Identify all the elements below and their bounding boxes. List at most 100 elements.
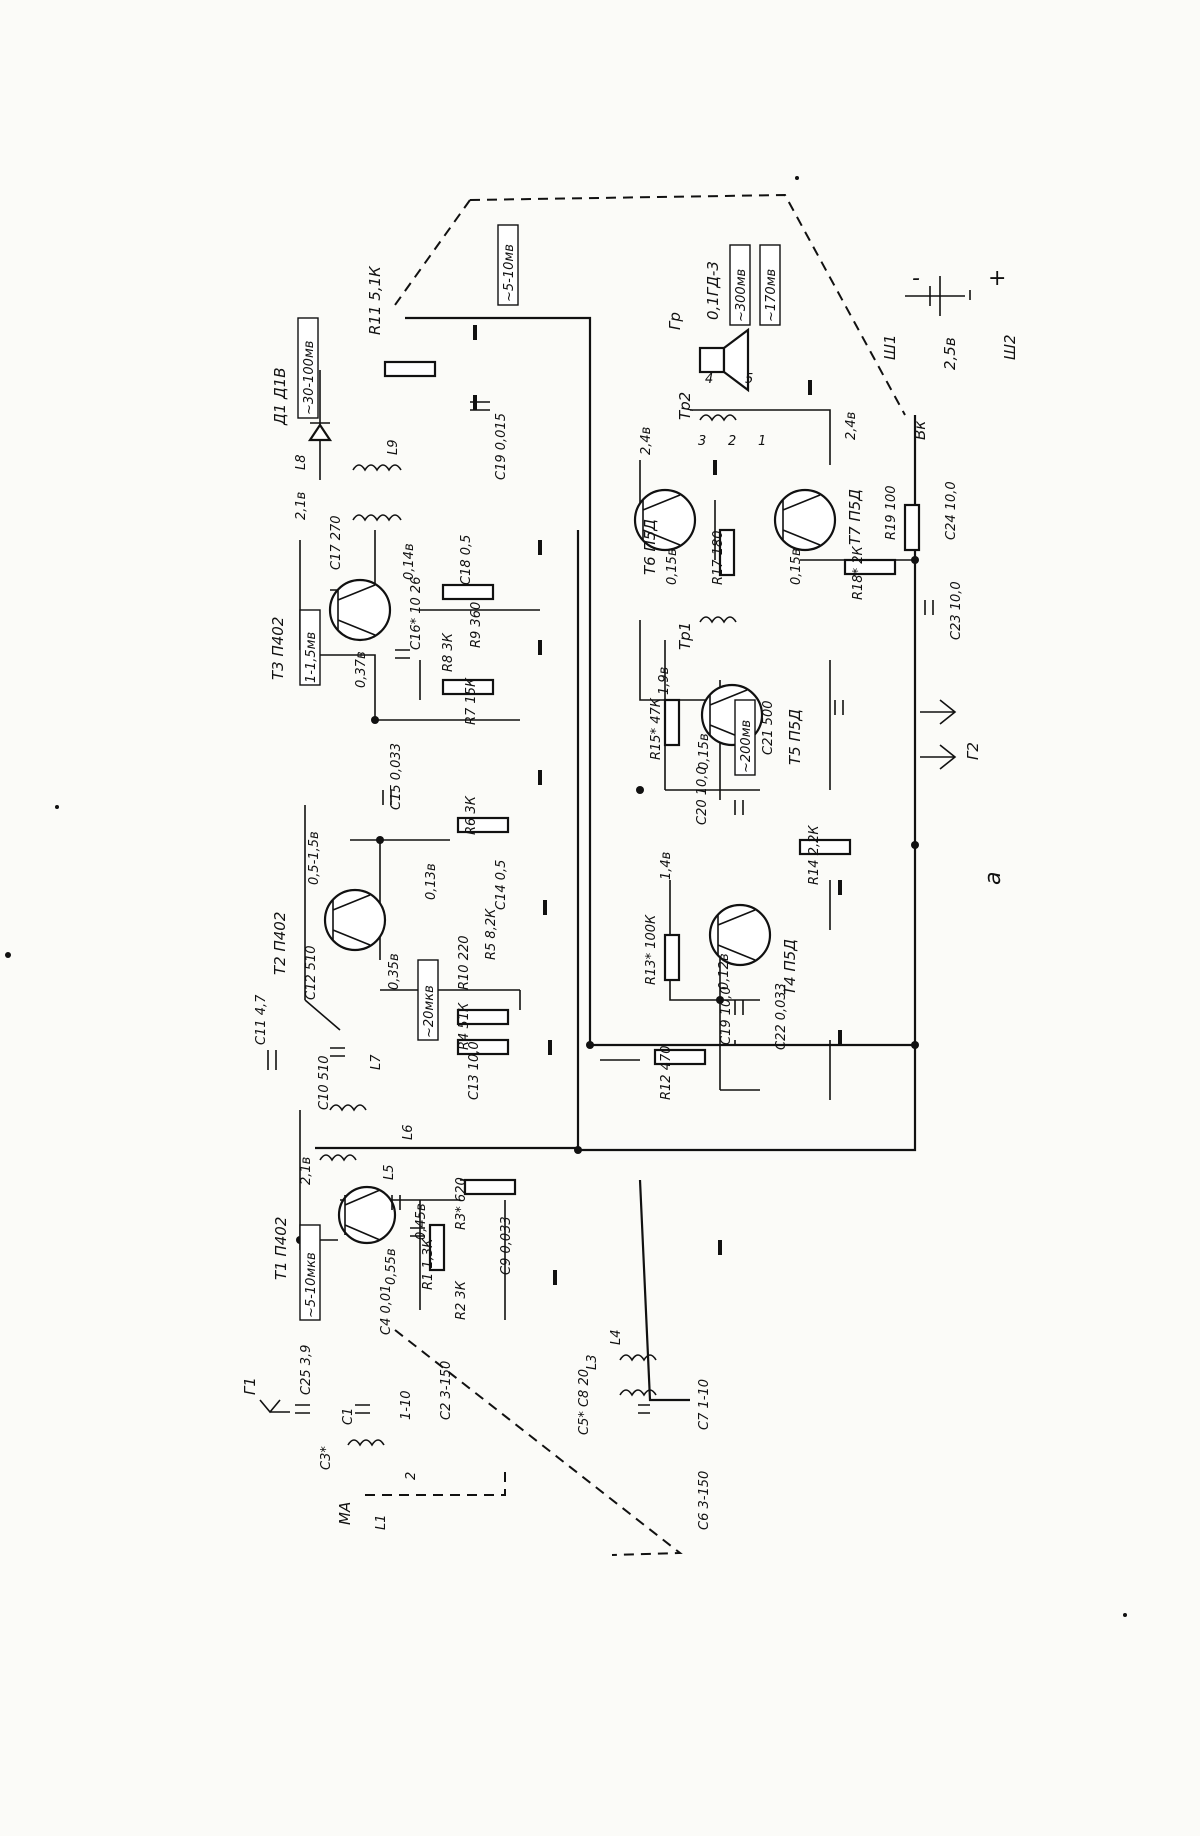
transistor-t4	[708, 903, 772, 967]
labels-speaker: Гр 0,1ГД-3 ~300мв ~170мв	[666, 244, 781, 330]
l7-label: L7	[369, 1054, 384, 1070]
r19-label: R19 100	[884, 485, 899, 540]
transistor-t1	[337, 1185, 397, 1245]
labels-t6: T6 П5Д 2,4в 0,15в	[639, 427, 680, 585]
labels-battery: 2,5в Ш1 Ш2 Вк + -	[881, 266, 1019, 440]
t1-vb: 0,55в	[384, 1248, 399, 1285]
t2-signal: ~20мкв	[422, 985, 437, 1038]
pin-4: 4	[705, 372, 713, 387]
d1-name: Д1 Д1В	[271, 367, 289, 426]
dashed-link-bottom	[394, 1329, 683, 1556]
tp1-label: Тр1	[676, 622, 694, 650]
r6-label: R6 3К	[464, 795, 479, 835]
t7-vc: 2,4в	[844, 412, 859, 440]
c2-label: C2 3-150	[439, 1361, 454, 1420]
capacitor-set	[267, 401, 934, 1414]
t3-vc: 2,1в	[294, 492, 309, 520]
c20-label: C20 10,0	[695, 766, 710, 825]
r3-label: R3* 620	[454, 1177, 469, 1230]
c19b-label: C19 0,015	[494, 413, 509, 480]
c23-label: C23 10,0	[949, 581, 964, 640]
r11-signal: ~5-10мв	[502, 244, 517, 302]
antenna-g2-label: Г2	[964, 742, 982, 760]
diode-d1	[307, 370, 333, 480]
t2-vb: 0,35в	[387, 953, 402, 990]
c15-label: C15 0,033	[389, 743, 404, 810]
resistor-set	[383, 360, 921, 1272]
battery-jack1: Ш1	[881, 334, 899, 360]
r10-label: R10 220	[457, 935, 472, 990]
c1-label: C1	[341, 1408, 356, 1425]
labels-t2: T2 П402 0,5-1,5в 0,13в 0,35в ~20мкв	[271, 831, 439, 1041]
c3-label: C3*	[319, 1446, 334, 1470]
r15-label: R15* 47К	[649, 697, 664, 760]
t3-signal: 1-1,5мв	[304, 632, 319, 683]
pin-3: 3	[698, 434, 706, 449]
l2-pin-label: 2	[404, 1472, 419, 1480]
t5-signal: ~200мв	[739, 720, 754, 773]
l1-label: L1	[374, 1514, 389, 1530]
c22-label: C22 0,033	[774, 983, 789, 1050]
t4-vc: 1,4в	[659, 852, 674, 880]
c19-label: C19 10,0	[719, 986, 734, 1045]
r4-label: R4 51К	[457, 1002, 472, 1050]
r1-label: R1 1,3К	[421, 1238, 436, 1290]
audio-wires-3	[600, 1000, 831, 1100]
r13-label: R13* 100К	[644, 914, 659, 985]
battery-switch: Вк	[911, 421, 929, 440]
r2-label: R2 3К	[454, 1280, 469, 1320]
t7-name: T7 П5Д	[846, 489, 864, 545]
transistor-t6	[633, 488, 697, 552]
labels-r11: R11 5,1К ~5-10мв	[366, 224, 519, 335]
battery-plus: +	[988, 266, 1006, 291]
junction-dots	[296, 556, 919, 1244]
t1-vc: 2,1в	[299, 1157, 314, 1185]
labels-t5: T5 П5Д 1,9в 0,15в ~200мв	[657, 667, 804, 776]
speaker-name: Гр	[666, 312, 684, 330]
c13-label: C13 10,0	[467, 1041, 482, 1100]
transistor-t3	[328, 578, 392, 642]
figure-label: а	[981, 872, 1006, 885]
c7-label: C7 1-10	[697, 1379, 712, 1430]
l5-label: L5	[382, 1164, 397, 1180]
battery-minus: -	[912, 266, 920, 291]
l8-label: L8	[294, 454, 309, 470]
antenna-g2-icon	[920, 699, 957, 770]
stage2-wires	[304, 805, 521, 1031]
labels-t4: T4 П5Д 1,4в 0,12в	[659, 852, 799, 995]
c17-label: C17 270	[329, 515, 344, 570]
antenna-g1-icon	[259, 1399, 290, 1414]
passive-labels: C25 3,9 C1 C3* C2 3-150 1-10 L1 2 C4 0,0…	[254, 413, 964, 1530]
antenna-g1-label: Г1	[241, 1377, 259, 1395]
l3-label: L3	[585, 1354, 600, 1370]
r9-label: R9 360	[469, 602, 484, 648]
r8-label: R8 3К	[441, 632, 456, 672]
c21-label: C21 500	[761, 700, 776, 755]
l9-label: L9	[386, 439, 401, 455]
c16-label: C16* 10 26	[409, 577, 424, 650]
t5-name: T5 П5Д	[786, 709, 804, 765]
l6-label: L6	[401, 1124, 416, 1140]
c18-label: C18 0,5	[459, 535, 474, 585]
t5-vc: 1,9в	[657, 667, 672, 695]
t4-name: T4 П5Д	[781, 939, 799, 995]
pin-numbers: 1 2 3 4 5	[698, 372, 766, 449]
ma-label: МА	[336, 1502, 354, 1525]
labels-t3: T3 П402 1-1,5мв 2,1в 0,14в 0,37в	[269, 492, 417, 688]
r110-label: 1-10	[399, 1390, 414, 1420]
scan-specks	[5, 176, 1127, 1617]
t6-name: T6 П5Д	[641, 519, 659, 575]
t2-name: T2 П402	[271, 912, 289, 975]
battery-jack2: Ш2	[1001, 334, 1019, 360]
c5-label: C5* C8 20	[577, 1369, 592, 1435]
pin-1: 1	[758, 434, 766, 449]
t1-ve: 0,45в	[414, 1203, 429, 1240]
t4-vb: 0,12в	[717, 953, 732, 990]
pin-5: 5	[745, 372, 753, 387]
t3-ve: 0,14в	[402, 543, 417, 580]
r5-label: R5 8,2К	[484, 908, 499, 960]
t6-vb: 0,15в	[665, 548, 680, 585]
t3-vb: 0,37в	[354, 651, 369, 688]
lower-rail	[638, 1179, 690, 1402]
